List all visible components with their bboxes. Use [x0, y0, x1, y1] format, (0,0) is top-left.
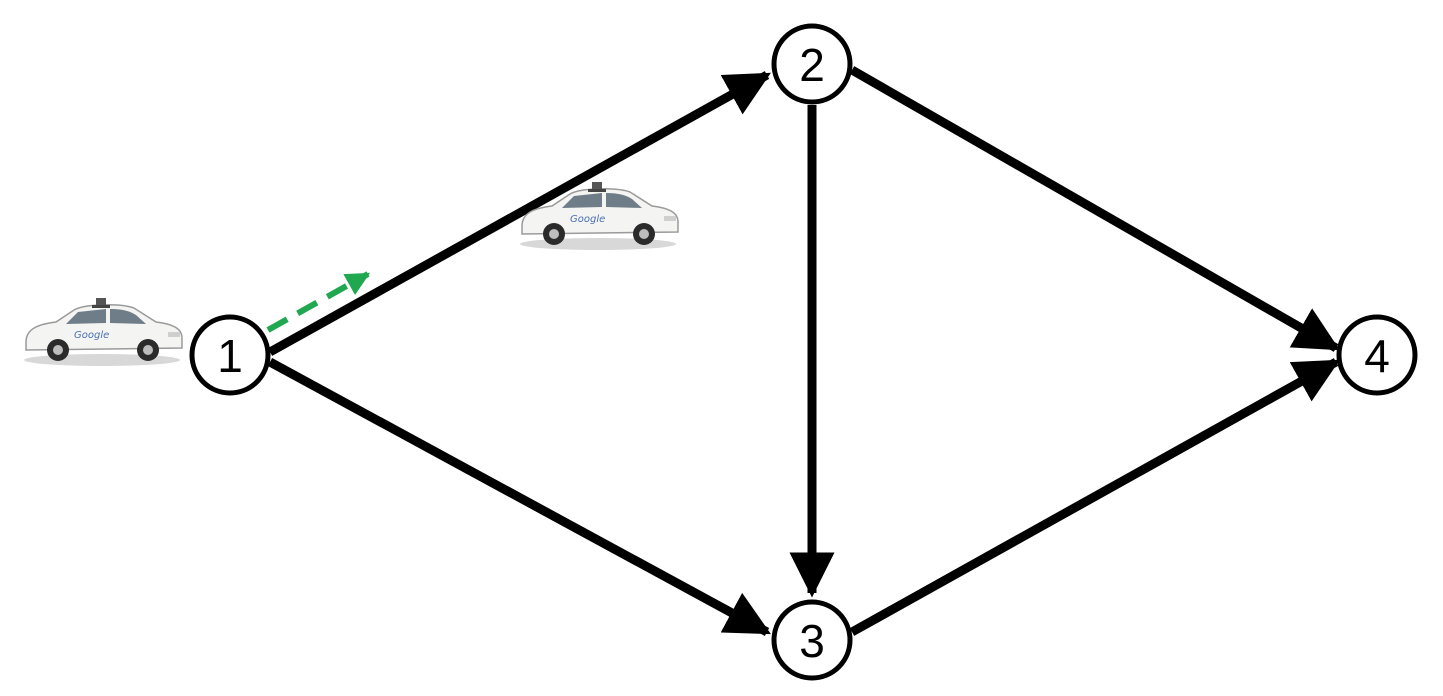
- edge-2-to-4: [849, 66, 1340, 352]
- self-driving-car-icon: Google: [519, 181, 679, 251]
- car-logo-text: Google: [74, 330, 109, 341]
- node-2: 2: [771, 23, 853, 105]
- node-label: 2: [799, 39, 825, 91]
- edge-3-to-4: [849, 358, 1340, 636]
- node-4: 4: [1336, 314, 1418, 396]
- edge-1-to-2: [267, 71, 771, 356]
- edges: [267, 66, 1340, 636]
- self-driving-car-icon: Google: [23, 297, 183, 367]
- node-1: 1: [189, 314, 271, 396]
- car-logo-text: Google: [570, 214, 605, 225]
- node-label: 4: [1364, 330, 1390, 382]
- edge-1-to-3: [267, 358, 771, 636]
- dashed-arrow-icon: [266, 271, 371, 333]
- node-label: 3: [799, 615, 825, 667]
- node-3: 3: [771, 599, 853, 681]
- node-label: 1: [217, 330, 243, 382]
